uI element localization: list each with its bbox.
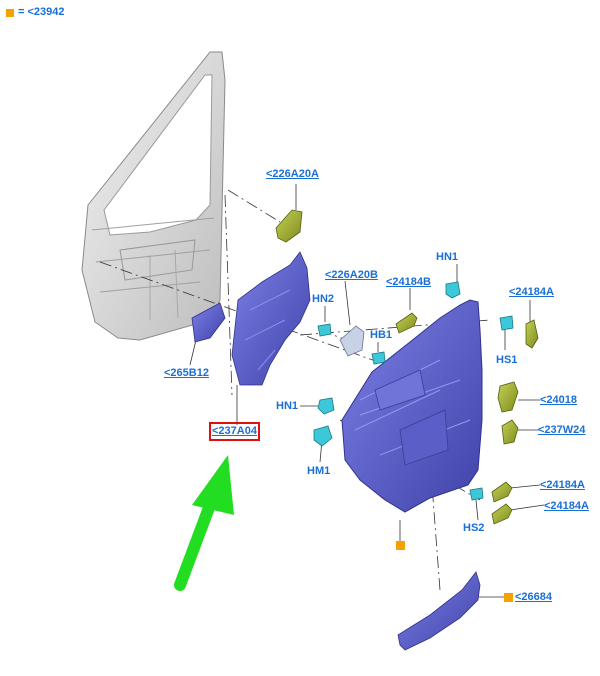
clip-HN1-mid (317, 397, 335, 415)
label-HS2: HS2 (463, 522, 485, 534)
part-237W24-pad[interactable] (501, 419, 519, 445)
label-26684[interactable]: <26684 (515, 591, 553, 603)
label-24184B[interactable]: <24184B (386, 276, 431, 288)
part-24184A-low2-pad[interactable] (491, 503, 513, 525)
legend-label[interactable]: = <23942 (18, 6, 65, 18)
label-237W24[interactable]: <237W24 (538, 424, 586, 436)
part-265B12-wedge (191, 302, 226, 343)
clip-HM1 (313, 425, 333, 447)
label-24184A-top[interactable]: <24184A (509, 286, 554, 298)
part-26684-strip[interactable] (397, 571, 481, 651)
label-HB1: HB1 (370, 329, 393, 341)
clip-HS1 (499, 315, 514, 331)
label-226A20A[interactable]: <226A20A (266, 168, 319, 180)
label-HN1-mid: HN1 (276, 400, 299, 412)
clip-HN2 (317, 323, 332, 337)
label-24184A-low2[interactable]: <24184A (544, 500, 589, 512)
marker-square-icon (504, 593, 513, 602)
part-24184B-pad[interactable] (395, 312, 418, 334)
label-HS1: HS1 (496, 354, 518, 366)
label-226A20B[interactable]: <226A20B (325, 269, 378, 281)
door-frame-shell (81, 51, 226, 341)
legend-marker-icon (6, 9, 14, 17)
clip-HN1-top (445, 281, 461, 299)
marker-square-icon (396, 541, 405, 550)
label-HN2: HN2 (312, 293, 335, 305)
clip-HB1 (371, 351, 386, 365)
door-trim-panel[interactable] (341, 299, 483, 513)
leader-lines (189, 184, 545, 598)
label-24184A-low1[interactable]: <24184A (540, 479, 585, 491)
label-HN1-top: HN1 (436, 251, 459, 263)
part-226A20B-bracket[interactable] (339, 325, 365, 357)
label-265B12[interactable]: <265B12 (164, 367, 209, 379)
label-24018[interactable]: <24018 (540, 394, 578, 406)
label-237A04[interactable]: <237A04 (209, 422, 260, 441)
clip-HS2 (469, 487, 484, 501)
green-arrow-icon (174, 455, 234, 591)
part-226A20A-pad[interactable] (275, 209, 303, 243)
part-24184A-low1-pad[interactable] (491, 481, 513, 503)
part-24018-pad[interactable] (497, 381, 519, 413)
part-237A04-panel[interactable] (231, 251, 311, 386)
part-24184A-top-pad[interactable] (525, 319, 539, 349)
clips (313, 281, 514, 501)
label-HM1: HM1 (307, 465, 331, 477)
